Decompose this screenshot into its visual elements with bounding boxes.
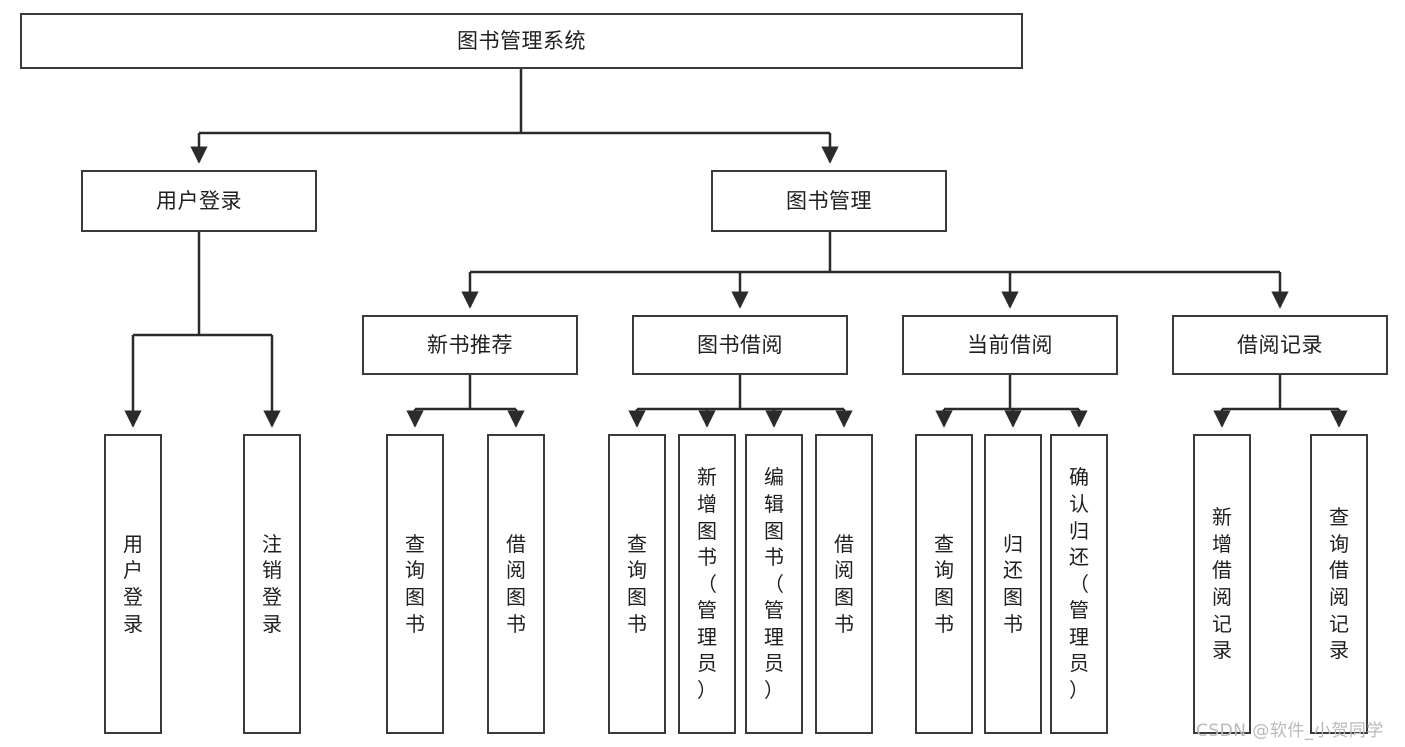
leaf-edit-book[interactable]: 编 辑 图 书 （ 管 理 员 ） [745, 434, 803, 734]
leaf-borrow-book-2[interactable]: 借 阅 图 书 [815, 434, 873, 734]
leaf-query-record-label: 查 询 借 阅 记 录 [1329, 505, 1349, 663]
node-new-book-rec[interactable]: 新书推荐 [362, 315, 578, 375]
leaf-query-book-1[interactable]: 查 询 图 书 [386, 434, 444, 734]
node-book-borrow-label: 图书借阅 [697, 332, 783, 357]
leaf-query-book-2-label: 查 询 图 书 [627, 531, 647, 636]
node-root-label: 图书管理系统 [457, 28, 586, 53]
leaf-add-book[interactable]: 新 增 图 书 （ 管 理 员 ） [678, 434, 736, 734]
watermark: CSDN @软件_小贺同学 [1196, 721, 1384, 741]
node-current-borrow-label: 当前借阅 [967, 332, 1053, 357]
leaf-query-book-1-label: 查 询 图 书 [405, 531, 425, 636]
leaf-query-book-2[interactable]: 查 询 图 书 [608, 434, 666, 734]
leaf-logout-label: 注 销 登 录 [262, 531, 282, 636]
leaf-return-book[interactable]: 归 还 图 书 [984, 434, 1042, 734]
node-borrow-record[interactable]: 借阅记录 [1172, 315, 1388, 375]
leaf-user-login[interactable]: 用 户 登 录 [104, 434, 162, 734]
node-book-manage[interactable]: 图书管理 [711, 170, 947, 232]
leaf-user-login-label: 用 户 登 录 [123, 531, 143, 636]
node-root[interactable]: 图书管理系统 [20, 13, 1023, 69]
leaf-edit-book-label: 编 辑 图 书 （ 管 理 员 ） [764, 465, 784, 703]
node-new-book-rec-label: 新书推荐 [427, 332, 513, 357]
node-borrow-record-label: 借阅记录 [1237, 332, 1323, 357]
leaf-return-book-label: 归 还 图 书 [1003, 531, 1023, 636]
leaf-borrow-book-2-label: 借 阅 图 书 [834, 531, 854, 636]
leaf-confirm-return[interactable]: 确 认 归 还 （ 管 理 员 ） [1050, 434, 1108, 734]
leaf-query-book-3[interactable]: 查 询 图 书 [915, 434, 973, 734]
node-book-manage-label: 图书管理 [786, 188, 872, 213]
leaf-query-book-3-label: 查 询 图 书 [934, 531, 954, 636]
leaf-borrow-book-1[interactable]: 借 阅 图 书 [487, 434, 545, 734]
node-book-borrow[interactable]: 图书借阅 [632, 315, 848, 375]
node-user-login-label: 用户登录 [156, 188, 242, 213]
leaf-borrow-book-1-label: 借 阅 图 书 [506, 531, 526, 636]
leaf-add-book-label: 新 增 图 书 （ 管 理 员 ） [697, 465, 717, 703]
node-user-login[interactable]: 用户登录 [81, 170, 317, 232]
leaf-logout[interactable]: 注 销 登 录 [243, 434, 301, 734]
leaf-add-record[interactable]: 新 增 借 阅 记 录 [1193, 434, 1251, 734]
leaf-add-record-label: 新 增 借 阅 记 录 [1212, 505, 1232, 663]
leaf-query-record[interactable]: 查 询 借 阅 记 录 [1310, 434, 1368, 734]
node-current-borrow[interactable]: 当前借阅 [902, 315, 1118, 375]
leaf-confirm-return-label: 确 认 归 还 （ 管 理 员 ） [1069, 465, 1089, 703]
